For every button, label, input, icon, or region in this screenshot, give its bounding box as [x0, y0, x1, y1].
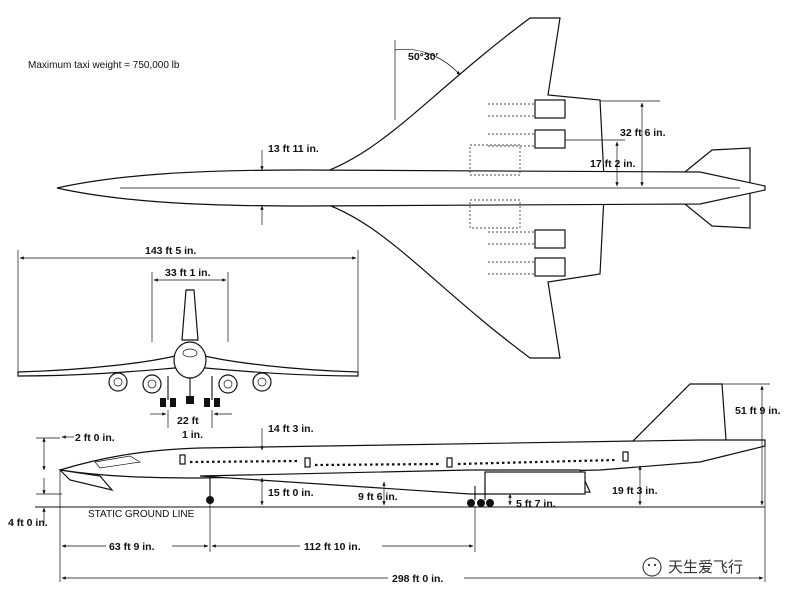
front-engines — [108, 372, 272, 394]
wing-station-outer-label: 32 ft 6 in. — [620, 127, 666, 139]
top-view-nacelles — [469, 99, 566, 277]
watermark-text: 天生爱飞行 — [668, 558, 743, 576]
front-view: 143 ft 5 in. 33 ft 1 in. — [17, 245, 359, 441]
watermark: 天生爱飞行 — [642, 557, 743, 577]
front-track-in-label: 1 in. — [182, 429, 203, 441]
front-tail-span-label: 33 ft 1 in. — [165, 267, 211, 279]
front-landing-gear — [160, 376, 220, 407]
static-ground-line-label: STATIC GROUND LINE — [88, 509, 195, 520]
wechat-icon — [642, 557, 662, 577]
wing-station-inner-label: 17 ft 2 in. — [590, 158, 636, 170]
overall-length-label: 298 ft 0 in. — [392, 573, 443, 585]
fuselage-width-label: 13 ft 11 in. — [268, 143, 319, 155]
fuselage-depth-label: 14 ft 3 in. — [268, 423, 314, 435]
nose-to-gear-label: 63 ft 9 in. — [109, 541, 155, 553]
nose-ground-label: 4 ft 0 in. — [8, 517, 48, 529]
front-span-label: 143 ft 5 in. — [145, 245, 196, 257]
belly-height-label: 9 ft 6 in. — [358, 491, 398, 503]
sweep-angle-label: 50°30′ — [408, 51, 439, 63]
side-view-fin — [626, 383, 727, 447]
nacelle-clearance-label: 5 ft 7 in. — [516, 498, 556, 510]
tail-cone-height-label: 19 ft 3 in. — [612, 485, 658, 497]
side-landing-gear — [206, 478, 494, 507]
side-view: STATIC GROUND LINE 2 ft 0 in. 4 ft 0 in.… — [8, 383, 781, 585]
top-view: 50°30′ 13 ft 11 in. 32 ft 6 in. 17 ft 2 … — [56, 17, 766, 359]
gear-to-main-label: 112 ft 10 in. — [304, 541, 361, 553]
nose-height-label: 2 ft 0 in. — [75, 432, 115, 444]
front-track-ft-label: 22 ft — [177, 415, 199, 427]
tail-height-label: 51 ft 9 in. — [735, 405, 781, 417]
main-gear-height-label: 15 ft 0 in. — [268, 487, 314, 499]
max-taxi-weight-label: Maximum taxi weight = 750,000 lb — [28, 60, 180, 71]
